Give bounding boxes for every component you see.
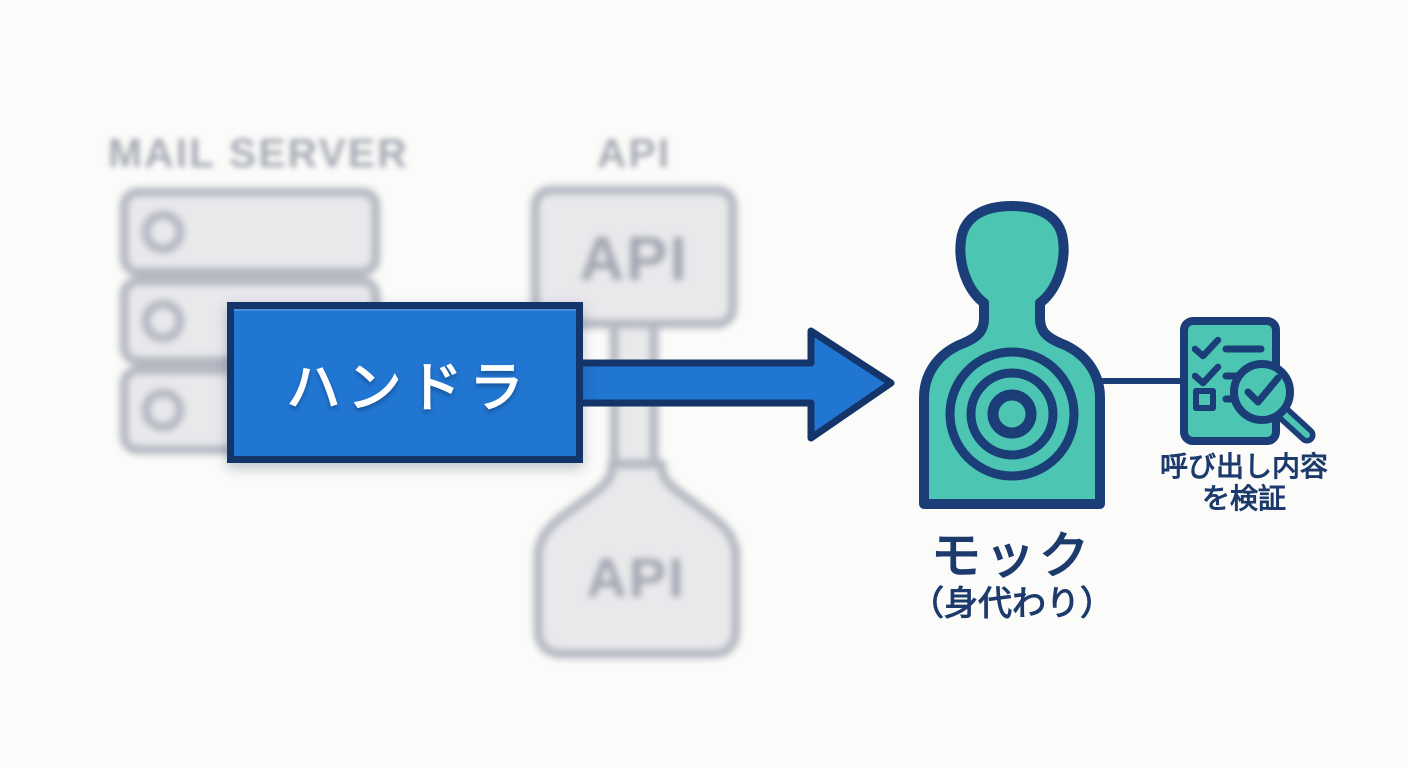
mock-caption: モック （身代わり） xyxy=(872,527,1152,623)
mail-server-label: MAIL SERVER xyxy=(108,130,409,176)
mock-target-icon xyxy=(919,201,1105,509)
api-icon-upper: API xyxy=(530,185,738,477)
check-mark-1 xyxy=(1191,336,1222,360)
check-mark-2 xyxy=(1191,363,1222,387)
api-lower-text: API xyxy=(586,546,685,609)
checkbox-square xyxy=(1193,388,1216,411)
api-icon-lower: API xyxy=(533,459,741,659)
verify-caption: 呼び出し内容 を検証 xyxy=(1156,451,1332,515)
api-label: API xyxy=(596,130,672,176)
verify-caption-line2: を検証 xyxy=(1201,483,1286,514)
handler-label: ハンドラ xyxy=(286,358,531,418)
checklist-magnifier-icon xyxy=(1180,317,1316,445)
handler-box: ハンドラ xyxy=(227,302,583,463)
api-upper-text: API xyxy=(579,225,688,294)
mock-title: モック xyxy=(931,528,1093,584)
magnifier-icon xyxy=(1230,360,1316,444)
mock-subtitle: （身代わり） xyxy=(910,585,1114,623)
arrow-right-icon xyxy=(571,327,895,442)
verify-caption-line1: 呼び出し内容 xyxy=(1159,451,1328,482)
